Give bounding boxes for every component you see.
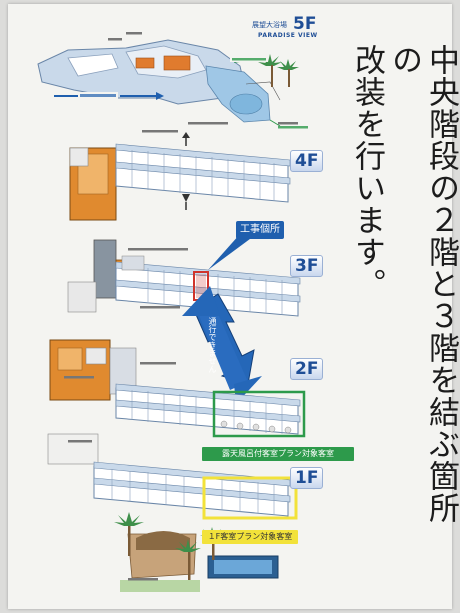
floor-5f-map [37,32,308,129]
construction-callout: 工事個所 [236,221,284,239]
notice-sheet: 展望大浴場 5F PARADISE VIEW 4F 3F 2F 1F 工事個所 … [8,4,459,609]
no-passage-text: 通行できません [208,317,217,373]
yellow-highlight-box [202,476,298,520]
green-highlight-box [212,390,306,438]
floor-2f-badge: 2F [290,358,324,380]
floor-1f-badge: 1F [290,467,324,489]
floor-2f-label: 2F [295,359,319,379]
floor-4f-badge: 4F [290,150,324,172]
floor-5f-label: 5F [293,14,317,34]
floor-4f-map [69,122,298,221]
floor-5f-title-en: PARADISE VIEW [258,32,318,39]
floor-3f-label: 3F [295,256,319,276]
open-air-bath-room-label: 露天風呂付客室プラン対象客室 [202,447,354,461]
palm-tree-icon [114,512,144,526]
floor-2f-map [49,339,306,438]
floor-4f-label: 4F [295,151,319,171]
first-floor-room-label: １F客室プラン対象客室 [202,530,298,544]
floor-3f-map [67,234,301,317]
no-passage-arrow [182,286,262,404]
floor-5f-title-box [246,18,322,42]
floor-5f-title-jp: 展望大浴場 [252,21,287,29]
floor-3f-badge: 3F [290,255,324,277]
floor-1f-map [47,433,298,592]
notice-line-2: 改装を行います。 [349,44,385,300]
floor-1f-label: 1F [295,468,319,488]
renovation-notice: 中央階段の２階と３階を結ぶ箇所の 改装を行います。 [348,44,459,524]
notice-line-1: 中央階段の２階と３階を結ぶ箇所の [386,44,459,524]
floor-map [37,32,308,592]
